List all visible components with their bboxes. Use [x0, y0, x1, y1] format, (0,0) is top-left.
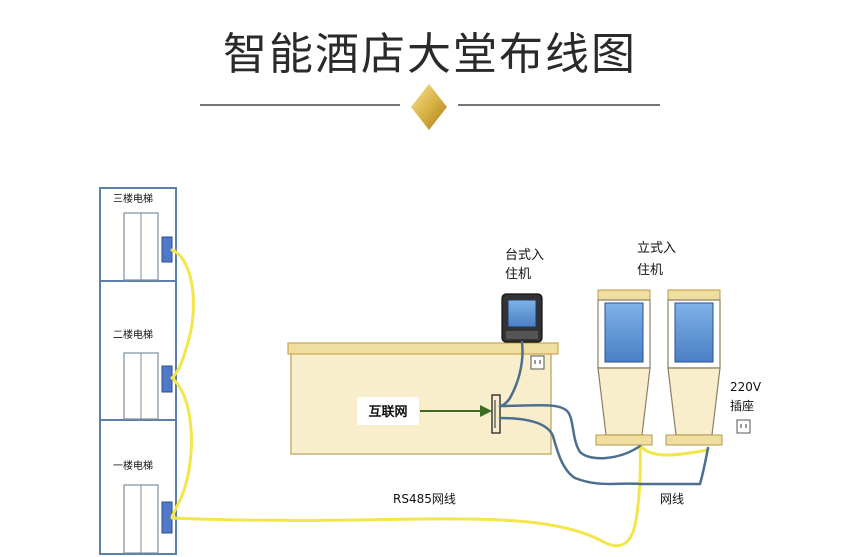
elevator-floor-3: 三楼电梯: [113, 192, 173, 281]
gold-diamond-icon: [411, 84, 447, 130]
desk-unit-label-line2: 住机: [505, 267, 531, 282]
elevator-label-floor3: 三楼电梯: [113, 192, 153, 205]
network-label: 网线: [660, 492, 684, 506]
standing-unit-label-line2: 住机: [637, 263, 663, 278]
elevator-shaft: 三楼电梯 二楼电梯 一楼电梯: [99, 187, 177, 555]
power-label-line2: 插座: [730, 398, 754, 413]
desk-kiosk: [501, 293, 543, 343]
elevator-floor-1: 一楼电梯: [113, 459, 173, 554]
internet-label: 互联网: [368, 405, 407, 420]
card-reader-floor3: [161, 236, 173, 263]
network-wires: [498, 340, 710, 486]
power-label-line1: 220V: [730, 380, 762, 394]
rs485-label: RS485网线: [393, 492, 456, 506]
power-outlet-icon: [530, 355, 545, 370]
elevator-label-floor2: 二楼电梯: [113, 328, 153, 341]
rs485-wires: [170, 248, 710, 548]
card-reader-floor1: [161, 501, 173, 534]
card-reader-floor2: [161, 365, 173, 393]
standing-kiosk-1: [595, 289, 653, 446]
junction-terminal: [491, 394, 501, 434]
reception-desk: [287, 342, 559, 455]
internet-label-box: [357, 397, 419, 425]
elevator-label-floor1: 一楼电梯: [113, 459, 153, 472]
title-divider: [200, 84, 660, 130]
green-arrow-icon: [420, 405, 492, 417]
elevator-floor-2: 二楼电梯: [113, 328, 173, 420]
standing-unit-label-line1: 立式入: [637, 241, 676, 256]
standing-kiosk-2: [665, 289, 723, 446]
power-outlet-icon: [736, 419, 751, 434]
desk-unit-label-line1: 台式入: [505, 248, 544, 263]
page-title: 智能酒店大堂布线图: [223, 29, 637, 80]
